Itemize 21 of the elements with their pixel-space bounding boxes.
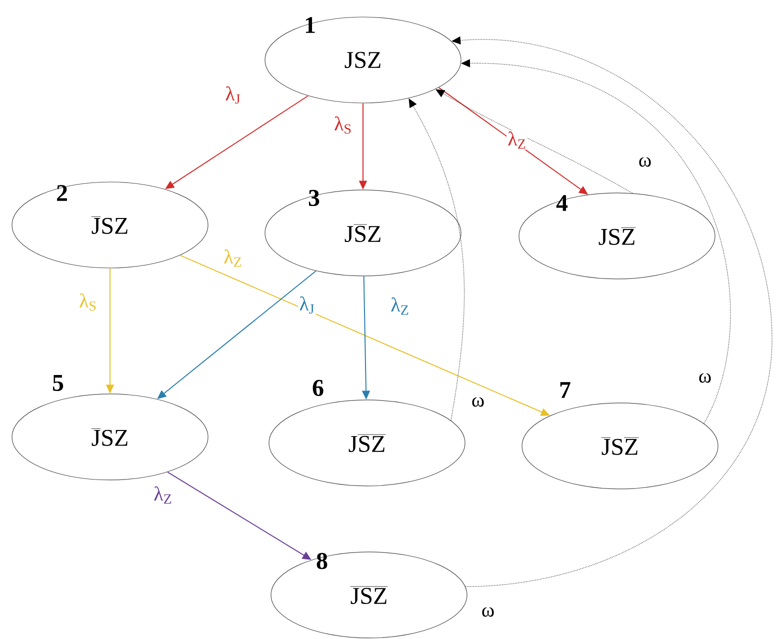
state-number: 8	[316, 552, 328, 570]
edge-label: λ$_{Z}$	[222, 248, 244, 268]
edge-label: λ$_{J}$	[298, 295, 316, 315]
state-number: 5	[52, 375, 64, 391]
state-number: 6	[312, 380, 324, 396]
state-number: 1	[306, 17, 315, 33]
arrow	[461, 59, 731, 424]
edge-label: ω	[480, 606, 496, 618]
state-number: 2	[57, 185, 67, 201]
edge-label: λ$_{Z}$	[152, 485, 174, 505]
edge-label: ω	[637, 156, 653, 168]
edge-label: λ$_{S}$	[333, 115, 353, 135]
edge-label: λ$_{S}$	[78, 292, 98, 312]
state-number: 7	[560, 382, 570, 398]
edge-label: λ$_{Z}$	[506, 130, 528, 150]
edge-label: λ$_{J}$	[224, 85, 242, 105]
edge-label: ω	[470, 396, 486, 408]
state-number: 4	[556, 195, 568, 211]
state-number: 3	[308, 190, 320, 206]
edge-label: λ$_{Z}$	[390, 296, 410, 316]
edge-label: ω	[697, 372, 713, 384]
